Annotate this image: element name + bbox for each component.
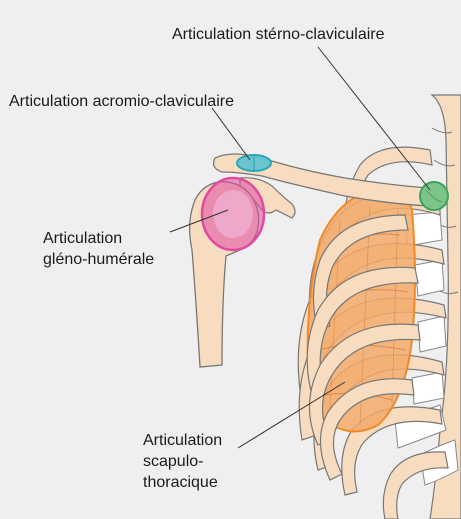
leader-line-acromioclavicular	[212, 108, 250, 160]
sternoclavicular-joint	[420, 182, 448, 210]
label-acromioclavicular: Articulation acromio-claviculaire	[9, 91, 234, 112]
label-scapulothoracic-line-3: thoracique	[143, 472, 222, 493]
label-acromioclavicular-text: Articulation acromio-claviculaire	[9, 91, 234, 112]
label-sternoclavicular-text: Articulation stérno-claviculaire	[172, 24, 385, 45]
label-glenohumeral-line-2: gléno-humérale	[43, 249, 154, 270]
label-scapulothoracic: Articulation scapulo- thoracique	[143, 430, 222, 493]
label-glenohumeral: Articulation gléno-humérale	[43, 228, 154, 270]
label-scapulothoracic-line-2: scapulo-	[143, 451, 222, 472]
acromioclavicular-joint	[237, 155, 271, 171]
label-glenohumeral-line-1: Articulation	[43, 228, 154, 249]
label-sternoclavicular: Articulation stérno-claviculaire	[172, 24, 385, 45]
label-scapulothoracic-line-1: Articulation	[143, 430, 222, 451]
glenohumeral-joint	[202, 178, 264, 250]
